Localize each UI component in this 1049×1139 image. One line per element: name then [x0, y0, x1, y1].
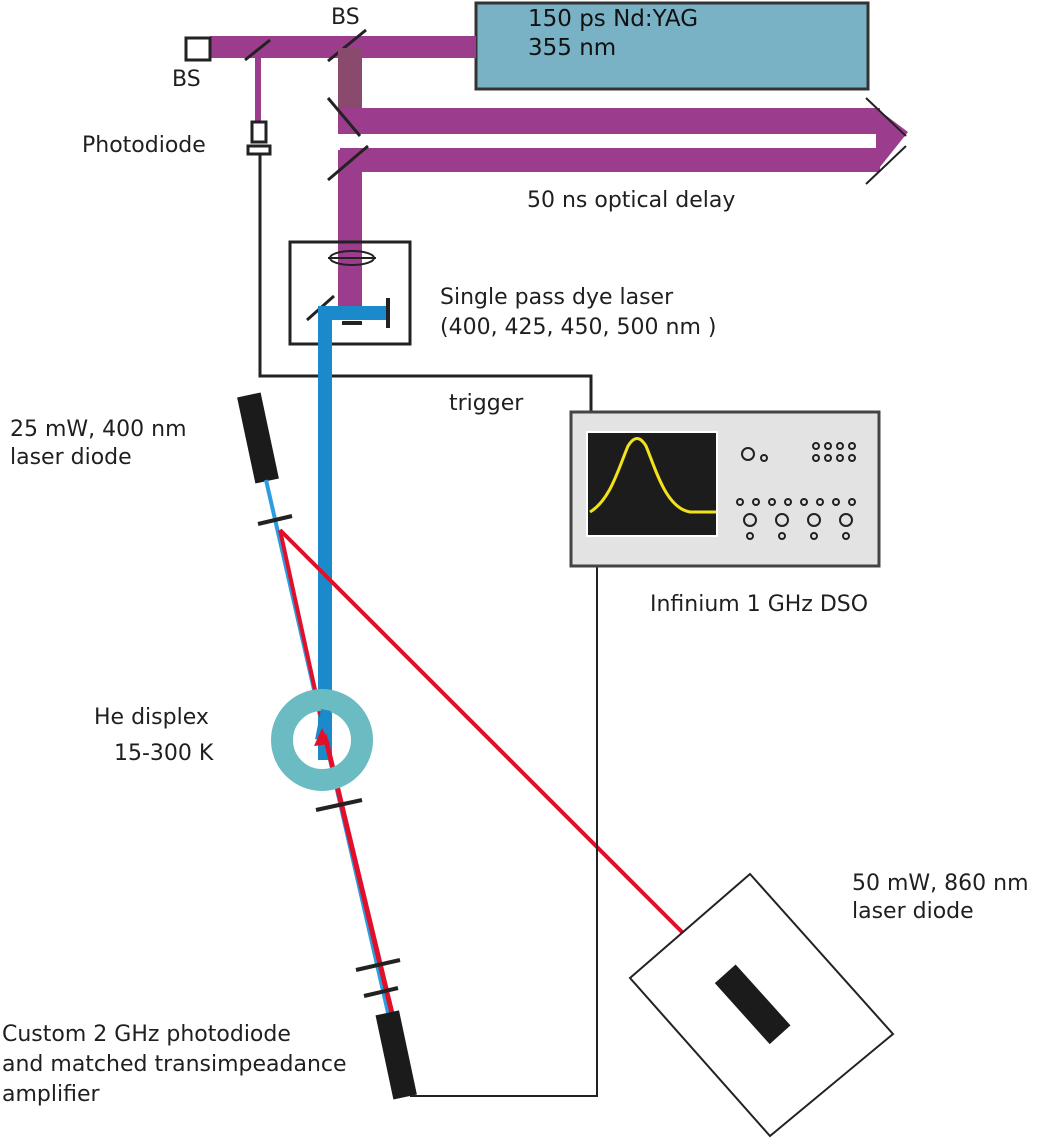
red-beam-incoming	[278, 528, 742, 992]
label-photodiode: Photodiode	[82, 133, 206, 158]
he-displex-ring	[271, 689, 373, 791]
label-displex-line1: He displex	[94, 705, 209, 730]
label-dye-laser-line2: (400, 425, 450, 500 nm )	[440, 315, 717, 340]
label-bs-left: BS	[172, 67, 201, 92]
aperture-4	[363, 986, 399, 998]
label-diode860-line1: 50 mW, 860 nm	[852, 871, 1029, 896]
dye-cell	[318, 306, 388, 320]
laser-label-line2: 355 nm	[528, 35, 617, 61]
photodiode-body	[250, 120, 268, 144]
sample-red-wedge	[314, 728, 330, 746]
ndyag-laser-box	[474, 1, 870, 91]
optical-delay-down	[338, 48, 362, 110]
dso-screen	[586, 431, 718, 537]
label-diode400-line2: laser diode	[10, 445, 132, 470]
bs-cube	[184, 36, 212, 62]
label-trigger: trigger	[449, 391, 524, 416]
laser-diode-400nm	[237, 392, 279, 484]
optical-delay-bottom-arm	[340, 148, 880, 172]
beamsplitter-left	[244, 38, 271, 62]
optical-delay-down-to-dye	[338, 150, 362, 306]
aperture-2	[315, 798, 363, 812]
laser-label-line1: 150 ps Nd:YAG	[528, 6, 699, 32]
laser-diode-860nm	[714, 964, 791, 1045]
aperture-1	[257, 514, 293, 526]
label-diode400-line1: 25 mW, 400 nm	[10, 417, 187, 442]
label-displex-line2: 15-300 K	[114, 741, 214, 766]
label-bs-top: BS	[331, 5, 360, 30]
label-dye-laser-line1: Single pass dye laser	[440, 285, 674, 310]
label-detector-line3: amplifier	[2, 1082, 100, 1107]
label-detector-line1: Custom 2 GHz photodiode	[2, 1022, 291, 1047]
delay-mirror-2	[327, 144, 369, 182]
aperture-3	[355, 958, 401, 972]
delay-mirror-1	[326, 97, 362, 137]
delay-mirror-3	[865, 97, 907, 137]
dye-beam-down	[318, 320, 332, 760]
trigger-cable	[258, 154, 593, 412]
optical-delay-right-end	[876, 108, 908, 172]
beamsplitter-right	[327, 28, 367, 63]
dye-laser-box	[288, 240, 412, 346]
label-dso: Infinium 1 GHz DSO	[650, 592, 869, 617]
label-detector-line2: and matched transimpeadance	[2, 1052, 347, 1077]
uv-beam-to-photodiode	[255, 48, 261, 122]
delay-mirror-4	[865, 145, 907, 185]
optical-delay-top-arm	[338, 108, 880, 134]
label-optical-delay: 50 ns optical delay	[527, 188, 736, 213]
photodiode-base	[246, 144, 272, 156]
detector-photodiode	[375, 1010, 417, 1100]
detector-cable	[410, 566, 598, 1097]
dso-knobs	[736, 442, 856, 540]
dso-trace	[589, 437, 716, 514]
label-diode860-line2: laser diode	[852, 899, 974, 924]
